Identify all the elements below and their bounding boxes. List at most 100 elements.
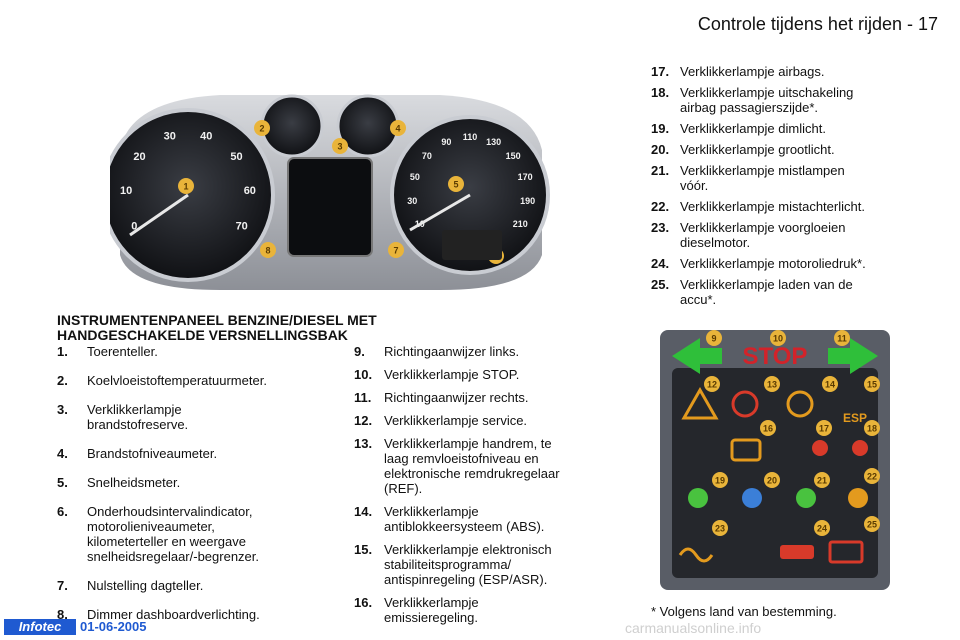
main-beam-icon <box>742 488 762 508</box>
callout-number: 10 <box>773 334 783 344</box>
legend-item-text: Toerenteller. <box>87 344 158 359</box>
speedometer-tick-label: 70 <box>422 151 432 161</box>
rear-fog-lamp-icon <box>848 488 868 508</box>
callout-marker <box>764 376 780 392</box>
callout-marker <box>814 472 830 488</box>
legend-item-number: 3. <box>57 402 68 417</box>
callout-number: 25 <box>867 520 877 530</box>
legend-item-text: Verklikkerlampje service. <box>384 413 528 428</box>
oil-pressure-icon <box>780 545 814 559</box>
glow-plug-icon <box>678 547 714 563</box>
speedometer-tick-label: 110 <box>463 132 478 142</box>
legend-item-text: Verklikkerlampje motoroliedruk*. <box>680 256 866 271</box>
callout-marker <box>712 472 728 488</box>
callout-marker <box>864 420 880 436</box>
legend-item-number: 25. <box>651 277 670 292</box>
legend-item-number: 5. <box>57 475 68 490</box>
callout-marker <box>864 516 880 532</box>
section-heading: INSTRUMENTENPANEEL BENZINE/DIESEL MET HA… <box>57 313 527 343</box>
airbag-icon <box>812 440 828 456</box>
speedometer-tick-label: 150 <box>506 151 521 161</box>
legend-item-text: Snelheidsmeter. <box>87 475 181 490</box>
callout-marker <box>864 376 880 392</box>
callout-marker <box>712 520 728 536</box>
legend-item-number: 7. <box>57 578 68 593</box>
callout-marker <box>706 330 722 346</box>
callout-number: 14 <box>825 380 835 390</box>
temperature-dial <box>260 94 324 158</box>
service-warning-icon <box>681 386 719 420</box>
section-heading-line-2: HANDGESCHAKELDE VERSNELLINGSBAK <box>57 327 348 343</box>
speedometer-tick-label: 170 <box>518 172 533 182</box>
callout-number: 18 <box>867 424 877 434</box>
stop-lamp-label: STOP <box>743 343 808 370</box>
callout-number: 24 <box>817 524 827 534</box>
legend-item-number: 13. <box>354 436 373 451</box>
legend-item-number: 21. <box>651 163 670 178</box>
callout-marker <box>770 330 786 346</box>
legend-item-number: 18. <box>651 85 670 100</box>
publication-date: 01-06-2005 <box>80 619 147 634</box>
legend-item-number: 15. <box>354 542 373 557</box>
callout-marker <box>864 468 880 484</box>
callout-marker <box>260 242 276 258</box>
tachometer-tick-label: 10 <box>120 185 132 197</box>
speedometer-needle <box>409 193 471 232</box>
battery-charge-icon <box>828 540 864 564</box>
legend-item-number: 10. <box>354 367 373 382</box>
watermark: carmanualsonline.info <box>625 620 762 636</box>
legend-item-text: Verklikkerlampje dimlicht. <box>680 121 826 136</box>
legend-item-number: 6. <box>57 504 68 519</box>
callout-marker <box>388 242 404 258</box>
callout-number: 20 <box>767 476 777 486</box>
legend-item-number: 11. <box>354 390 372 405</box>
callout-number: 8 <box>265 246 270 256</box>
callout-number: 19 <box>715 476 725 486</box>
callout-number: 7 <box>393 246 398 256</box>
legend-item-number: 24. <box>651 256 670 271</box>
callout-marker <box>390 120 406 136</box>
page-title: Controle tijdens het rijden - 17 <box>697 14 938 34</box>
tachometer-tick-label: 40 <box>200 130 212 142</box>
legend-item-number: 4. <box>57 446 68 461</box>
odometer-display <box>442 230 502 260</box>
legend-item-number: 19. <box>651 121 670 136</box>
legend-item-text: Richtingaanwijzer links. <box>384 344 520 359</box>
speedometer-tick-label: 50 <box>410 172 420 182</box>
callout-marker <box>704 376 720 392</box>
callout-number: 4 <box>395 124 400 134</box>
tachometer-tick-label: 20 <box>133 151 145 163</box>
tachometer-tick-label: 50 <box>230 151 242 163</box>
callout-marker <box>178 178 194 194</box>
legend-item-number: 16. <box>354 595 373 610</box>
callout-number: 3 <box>337 142 342 152</box>
callout-number: 9 <box>711 334 716 344</box>
legend-item-number: 22. <box>651 199 670 214</box>
callout-marker <box>254 120 270 136</box>
callout-number: 21 <box>817 476 827 486</box>
legend-item-number: 9. <box>354 344 365 359</box>
callout-marker <box>814 520 830 536</box>
abs-warning-icon <box>786 390 814 418</box>
legend-item-text: Brandstofniveaumeter. <box>87 446 218 461</box>
callout-number: 16 <box>763 424 773 434</box>
callout-number: 12 <box>707 380 717 390</box>
callout-marker <box>760 420 776 436</box>
callout-number: 13 <box>767 380 777 390</box>
speedometer-tick-label: 210 <box>513 219 528 229</box>
callout-number: 2 <box>259 124 264 134</box>
center-lamp-panel <box>287 157 373 257</box>
legend-item-text: Verklikkerlampje mistachterlicht. <box>680 199 865 214</box>
callout-number: 22 <box>867 472 877 482</box>
legend-item-number: 14. <box>354 504 373 519</box>
legend-item-text: Verklikkerlampje STOP. <box>384 367 520 382</box>
legend-item-text: Richtingaanwijzer rechts. <box>384 390 529 405</box>
